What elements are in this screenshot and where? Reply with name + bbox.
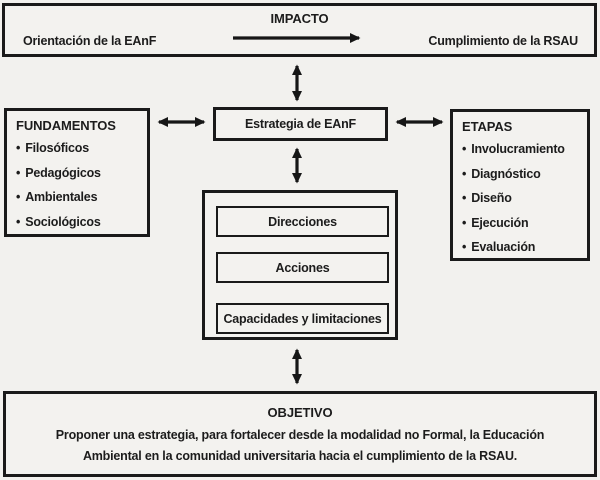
estrategia-box: Estrategia de EAnF [213,107,388,141]
acciones-box: Acciones [216,252,389,283]
fundamentos-list: Filosóficos Pedagógicos Ambientales Soci… [16,136,143,234]
objetivo-text: Proponer una estrategia, para fortalecer… [55,428,545,463]
list-item: Sociológicos [16,210,143,235]
fundamentos-title: FUNDAMENTOS [16,118,116,133]
list-item: Ejecución [462,211,583,236]
list-item: Ambientales [16,185,143,210]
objetivo-box: OBJETIVO Proponer una estrategia, para f… [3,391,597,477]
capacidades-box: Capacidades y limitaciones [216,303,389,334]
impact-right-label: Cumplimiento de la RSAU [428,34,578,48]
componentes-box: Direcciones Acciones Capacidades y limit… [202,190,398,340]
fundamentos-box: FUNDAMENTOS Filosóficos Pedagógicos Ambi… [4,108,150,237]
impact-box: IMPACTO Orientación de la EAnF Cumplimie… [2,3,597,57]
list-item: Evaluación [462,235,583,260]
impact-title: IMPACTO [270,11,329,26]
list-item: Involucramiento [462,137,583,162]
objetivo-title: OBJETIVO [267,405,333,420]
direcciones-box: Direcciones [216,206,389,237]
direcciones-label: Direcciones [268,214,337,229]
etapas-box: ETAPAS Involucramiento Diagnóstico Diseñ… [450,109,590,261]
capacidades-label: Capacidades y limitaciones [223,311,382,326]
list-item: Diseño [462,186,583,211]
impact-left-label: Orientación de la EAnF [23,34,157,48]
estrategia-label: Estrategia de EAnF [244,117,356,131]
list-item: Filosóficos [16,136,143,161]
list-item: Diagnóstico [462,162,583,187]
etapas-list: Involucramiento Diagnóstico Diseño Ejecu… [462,137,583,260]
acciones-label: Acciones [275,260,330,275]
list-item: Pedagógicos [16,161,143,186]
etapas-title: ETAPAS [462,119,513,134]
